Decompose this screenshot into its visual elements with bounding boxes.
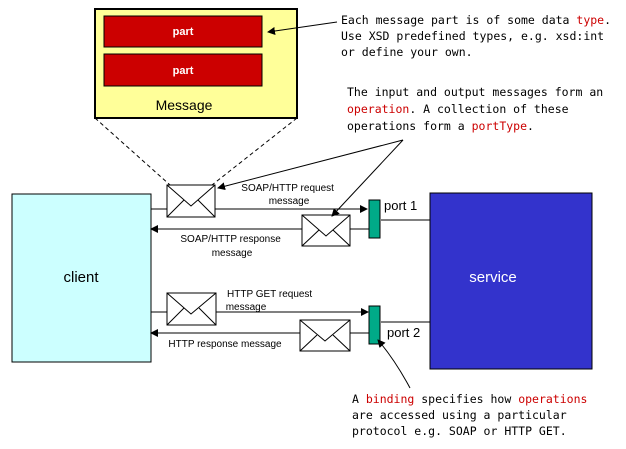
service-rect bbox=[429, 192, 593, 370]
port-1-label: port 1 bbox=[384, 198, 417, 213]
note-text: . bbox=[604, 13, 611, 27]
zoom-line-right bbox=[211, 117, 298, 186]
operation-callout-arrow-2 bbox=[331, 139, 404, 217]
note-text: are accessed using a particular bbox=[352, 408, 567, 422]
port-2-label: port 2 bbox=[387, 325, 420, 340]
note-text: specifies how bbox=[414, 392, 518, 406]
note-text: operations form a bbox=[347, 119, 472, 133]
highlighted-term: operation bbox=[347, 102, 409, 116]
http-get-request-label: HTTP GET request message bbox=[226, 289, 315, 313]
highlighted-term: operations bbox=[518, 392, 587, 406]
operation-callout-arrow-1 bbox=[217, 139, 404, 191]
client-rect bbox=[11, 193, 152, 363]
client-label: client bbox=[63, 269, 99, 286]
note-text: Each message part is of some data bbox=[341, 13, 576, 27]
service-box: service bbox=[429, 192, 593, 370]
message-part-2-label: part bbox=[173, 65, 194, 77]
envelope-icon bbox=[166, 184, 216, 218]
note-text: protocol e.g. SOAP or HTTP GET. bbox=[352, 424, 567, 438]
envelope-icon bbox=[166, 292, 217, 326]
message-part-2 bbox=[103, 53, 263, 87]
envelope-icon bbox=[299, 319, 351, 352]
note-text: Use XSD predefined types, e.g. xsd:int bbox=[341, 29, 604, 43]
envelope-icon bbox=[301, 214, 351, 247]
message-box: part part Message bbox=[94, 8, 298, 119]
note-text: or define your own. bbox=[341, 45, 473, 59]
highlighted-term: portType bbox=[472, 119, 527, 133]
soap-response-label: SOAP/HTTP response message bbox=[180, 234, 283, 259]
type-callout-arrow bbox=[267, 21, 338, 35]
note-text: The input and output messages form an bbox=[347, 85, 603, 99]
service-label: service bbox=[469, 269, 517, 286]
note-text: . bbox=[527, 119, 534, 133]
client-box: client bbox=[11, 193, 152, 363]
message-part-1-label: part bbox=[173, 26, 194, 38]
http-response-label: HTTP response message bbox=[168, 339, 282, 350]
binding-note: A binding specifies how operations are ac… bbox=[352, 392, 587, 438]
note-text: . A collection of these bbox=[409, 102, 568, 116]
message-part-1 bbox=[103, 15, 263, 48]
binding-callout-arrow bbox=[377, 339, 411, 389]
operation-note: The input and output messages form an ope… bbox=[347, 85, 603, 133]
port-1 bbox=[368, 199, 381, 239]
highlighted-term: type bbox=[576, 13, 604, 27]
note-text: A bbox=[352, 392, 366, 406]
soap-request-label: SOAP/HTTP request message bbox=[241, 183, 336, 207]
port-2 bbox=[368, 305, 381, 345]
highlighted-term: binding bbox=[366, 392, 414, 406]
message-box-title: Message bbox=[156, 97, 213, 113]
type-note: Each message part is of some data type.U… bbox=[341, 13, 611, 59]
zoom-line-left bbox=[94, 117, 171, 186]
